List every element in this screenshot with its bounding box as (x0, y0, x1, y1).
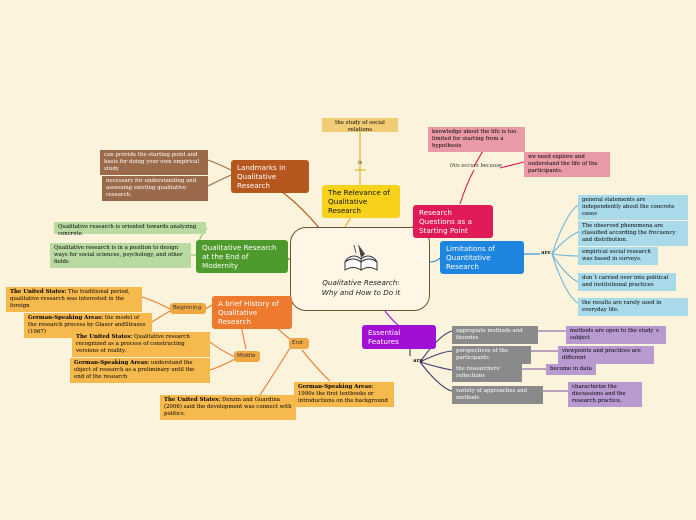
research-note-2[interactable]: we need explore and understand the life … (524, 152, 610, 177)
limitations-topic[interactable]: Limitations of Quantitative Research (440, 241, 524, 274)
central-topic[interactable]: Qualitative Research: Why and How to Do … (290, 227, 430, 311)
feature-detail-3[interactable]: become in data (546, 364, 596, 375)
history-phase-middle[interactable]: Middle (234, 351, 260, 362)
history-phase-beginning[interactable]: Beginning (170, 303, 206, 314)
feature-item-4[interactable]: variety of approaches and methods (452, 386, 543, 404)
feature-item-2[interactable]: perspectives of the participants (452, 346, 531, 364)
limitations-note-2[interactable]: The observed phenomena are classified ac… (578, 221, 688, 246)
modernity-note-2[interactable]: Qualitative research is in a position to… (50, 243, 191, 268)
relevance-connector: is (358, 160, 363, 166)
research-connector: this occurs because (450, 163, 502, 169)
landmarks-note-1[interactable]: can provide the starting point and basis… (100, 150, 208, 175)
limitations-note-3[interactable]: empirical social research was based in s… (578, 247, 658, 265)
middle-note-german[interactable]: German-Speaking Areas: understand the ob… (70, 358, 210, 383)
landmarks-topic[interactable]: Landmarks in Qualitative Research (231, 160, 309, 193)
feature-detail-4[interactable]: characterize the discussions and the res… (568, 382, 642, 407)
limitations-note-4[interactable]: don´t carried over into political and in… (578, 273, 676, 291)
limitations-note-1[interactable]: general statements are independently abo… (578, 195, 688, 220)
feature-item-3[interactable]: the researchers' reflections (452, 364, 522, 382)
features-topic[interactable]: Essential Features (362, 325, 436, 349)
research-topic[interactable]: Research Questions as a Starting Point (413, 205, 493, 238)
landmarks-note-2[interactable]: necessary for understanding and assessin… (102, 176, 208, 201)
end-note-us[interactable]: The United States: Denzin and Guardina (… (160, 395, 296, 420)
features-connector: are (413, 358, 423, 364)
limitations-connector: are (541, 250, 551, 256)
relevance-topic[interactable]: The Relevance of Qualitative Research (322, 185, 400, 218)
feature-item-1[interactable]: appropiate methods and theories (452, 326, 538, 344)
history-topic[interactable]: A brief History of Qualitative Research (212, 296, 292, 329)
limitations-note-5[interactable]: the results are rarely used in everyday … (578, 298, 688, 316)
open-book-icon (344, 244, 378, 271)
research-note-1[interactable]: knowledge about the life is too limited … (428, 127, 525, 152)
end-note-german[interactable]: German-Speaking Areas: 1990s the first t… (294, 382, 394, 407)
history-phase-end[interactable]: End (289, 338, 309, 349)
modernity-topic[interactable]: Qualitative Research at the End of Moder… (196, 240, 288, 273)
beginning-note-us[interactable]: The United States: The traditional perio… (6, 287, 142, 312)
feature-detail-2[interactable]: viewpoints and practices are different (558, 346, 654, 364)
modernity-note-1[interactable]: Qualitative research is oriented towards… (54, 222, 206, 237)
relevance-note[interactable]: the study of social relations (322, 118, 398, 133)
middle-note-us[interactable]: The United States: Qualitative research … (72, 332, 210, 357)
central-title-line1: Qualitative Research: (322, 278, 400, 287)
feature-detail-1[interactable]: methods are open to the study´s subject (566, 326, 666, 344)
central-title-line2: Why and How to Do it (321, 288, 401, 297)
